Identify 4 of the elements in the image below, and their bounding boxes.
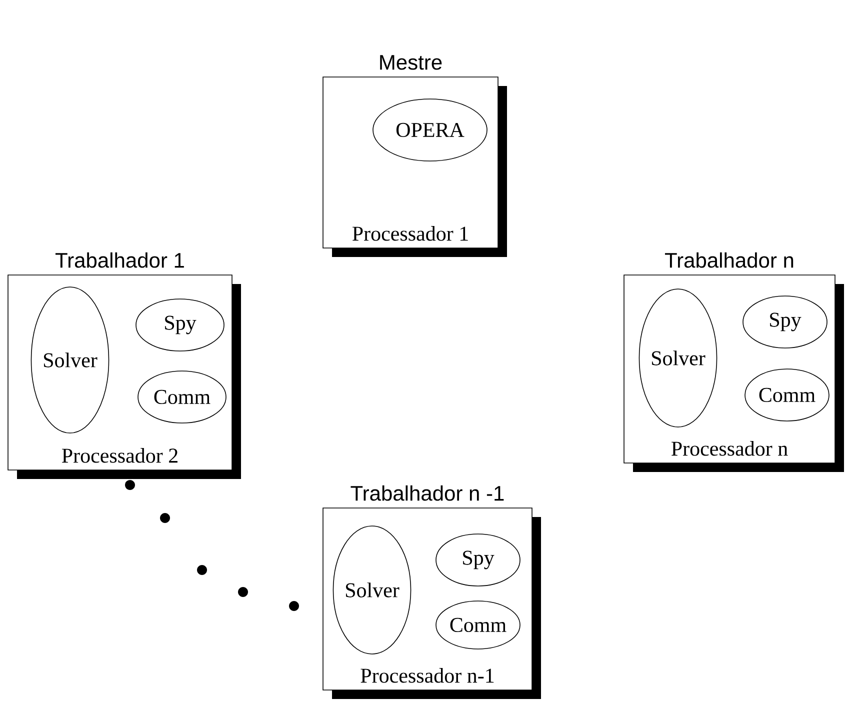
node-label: Trabalhador n <box>664 252 794 268</box>
node-label: Trabalhador 1 <box>55 252 184 268</box>
node-label: Mestre <box>380 55 442 70</box>
node-label: Trabalhador n -1 <box>350 485 504 501</box>
